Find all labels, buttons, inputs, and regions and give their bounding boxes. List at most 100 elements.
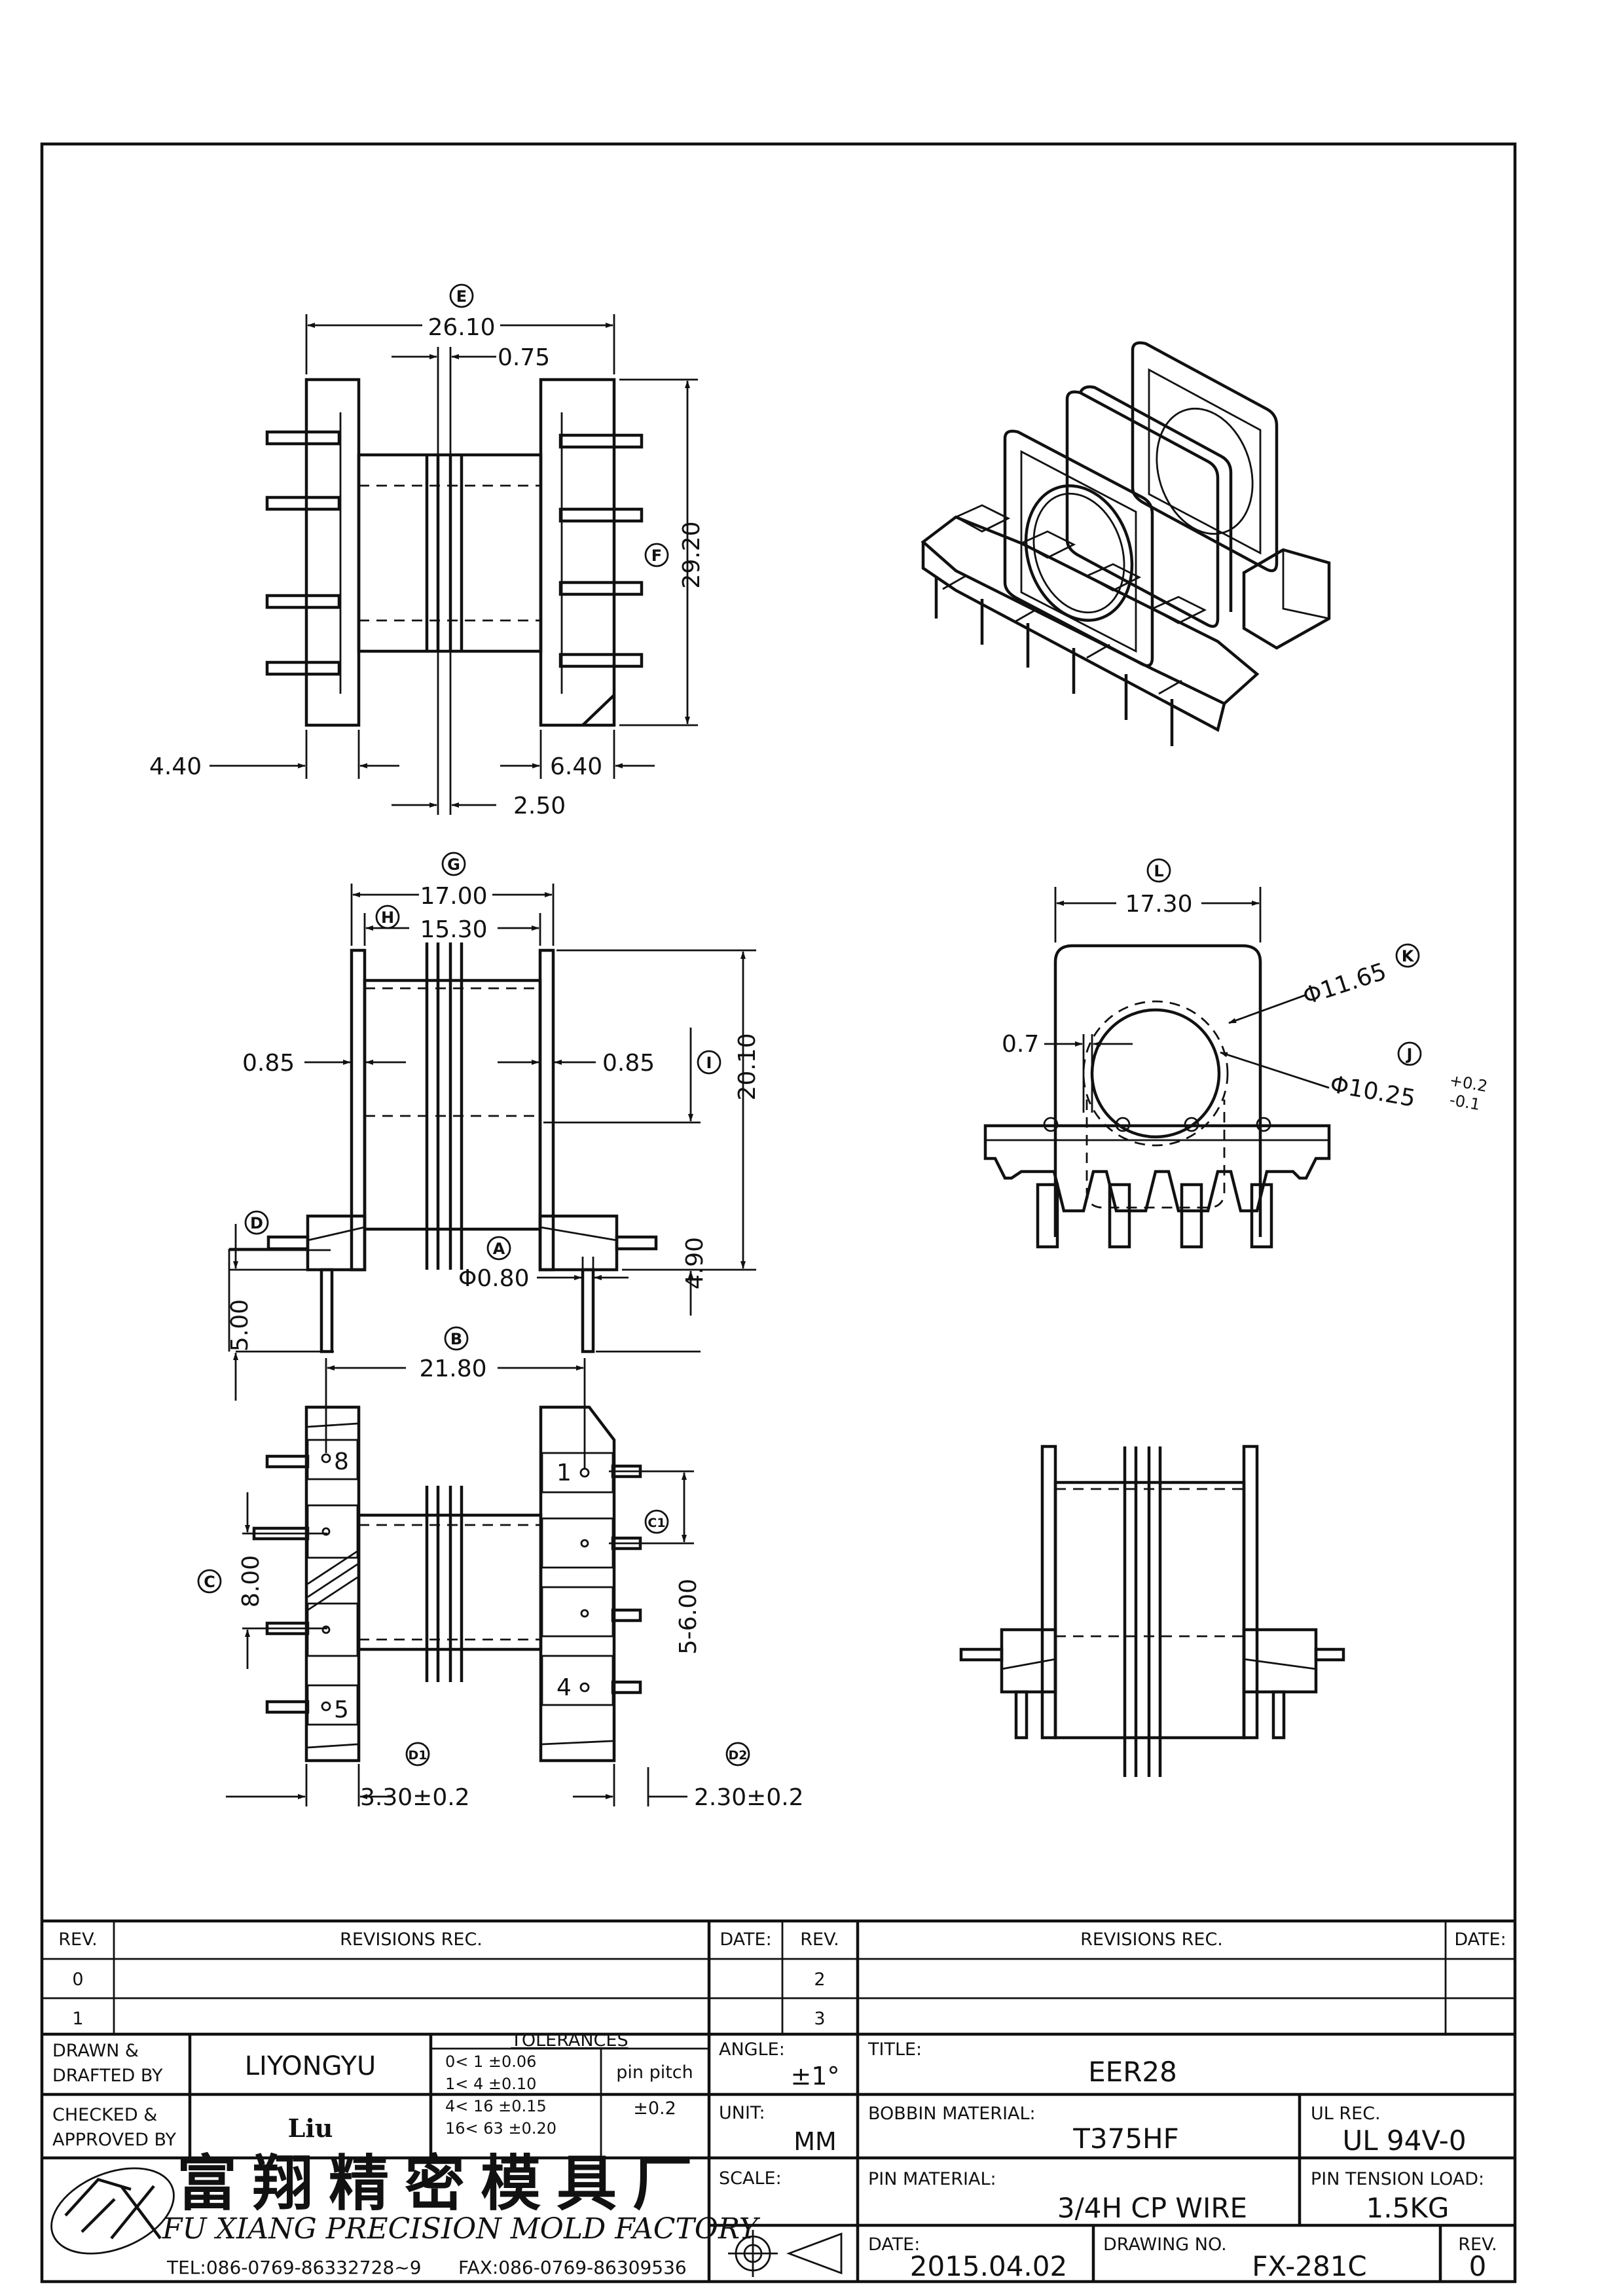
top-view-right-pins xyxy=(558,433,644,668)
pin-material-value: 3/4H CP WIRE xyxy=(1057,2192,1247,2224)
dim-4-40: 4.40 xyxy=(149,753,202,780)
revision-row-1: 1 xyxy=(72,2009,83,2029)
tolerances-title: TOLERANCES xyxy=(510,2030,628,2051)
dim-26-10: 26.10 xyxy=(428,314,495,341)
date-label: DATE: xyxy=(868,2234,920,2255)
side-view-outer-circle xyxy=(1082,1000,1229,1147)
label-f: F xyxy=(651,547,662,565)
drawn-label-line1: DRAWN & xyxy=(52,2041,139,2061)
front-view-pin-left xyxy=(319,1268,334,1354)
label-d: D xyxy=(250,1214,263,1232)
revision-row-3: 3 xyxy=(814,2009,825,2029)
pin-pitch-label: pin pitch xyxy=(616,2062,693,2083)
dim-11-65: Φ11.65 xyxy=(1300,958,1390,1011)
label-l: L xyxy=(1154,862,1163,880)
label-d2: D2 xyxy=(729,1748,748,1763)
projection-symbol-icon xyxy=(728,2230,843,2277)
dim-15-30: 15.30 xyxy=(420,916,487,943)
label-e-circle xyxy=(449,283,474,308)
scale-label: SCALE: xyxy=(719,2168,782,2189)
bottom-view-left-slots xyxy=(306,1422,359,1749)
revision-row-0: 0 xyxy=(72,1969,83,1990)
ul-label: UL REC. xyxy=(1311,2104,1381,2124)
label-f-circle xyxy=(644,543,669,567)
side-view-bore xyxy=(1090,1008,1221,1139)
side-view: 17.30 L Φ11.65 K Φ10.25 +0.2 -0.1 J 0.7 xyxy=(983,858,1489,1249)
title-value: EER28 xyxy=(1088,2056,1177,2088)
dim-6-40: 6.40 xyxy=(550,753,602,780)
pin-tension-value: 1.5KG xyxy=(1366,2192,1450,2224)
tolerance-row-2: 1< 4 ±0.10 xyxy=(445,2075,536,2093)
checked-label-line1: CHECKED & xyxy=(52,2105,157,2125)
front-view-left-base xyxy=(306,1214,367,1272)
dim-10-25-tol-minus: -0.1 xyxy=(1448,1090,1482,1114)
iso-middle-flange-2 xyxy=(1078,385,1233,612)
bottom-view-left-flange xyxy=(304,1405,361,1763)
dim-10-25: Φ10.25 xyxy=(1328,1071,1417,1112)
pin-label-8: 8 xyxy=(334,1448,349,1475)
drawing-no-label: DRAWING NO. xyxy=(1103,2234,1227,2255)
angle-value: ±1° xyxy=(790,2062,839,2090)
dim-20-10: 20.10 xyxy=(734,1033,761,1100)
bottom-view-right-flange xyxy=(539,1405,616,1763)
bobbin-material-value: T375HF xyxy=(1072,2123,1179,2155)
label-k: K xyxy=(1402,947,1415,965)
drawn-label-line2: DRAFTED BY xyxy=(52,2066,163,2086)
dim-0-85-left: 0.85 xyxy=(242,1050,295,1077)
pin-tension-label: PIN TENSION LOAD: xyxy=(1311,2169,1484,2189)
label-j: J xyxy=(1406,1045,1413,1064)
tolerance-row-1: 0< 1 ±0.06 xyxy=(445,2053,536,2071)
dim-2-30: 2.30±0.2 xyxy=(694,1784,804,1811)
dim-3-30: 3.30±0.2 xyxy=(360,1784,470,1811)
dim-5-00: 5.00 xyxy=(227,1299,253,1352)
dim-8-00: 8.00 xyxy=(238,1555,264,1607)
dim-4-90: 4.90 xyxy=(682,1237,708,1289)
iso-middle-flange-1 xyxy=(1065,390,1220,628)
pin-material-label: PIN MATERIAL: xyxy=(868,2169,996,2189)
label-g: G xyxy=(447,855,460,874)
rev-label: REV. xyxy=(1458,2234,1497,2255)
label-c: C xyxy=(204,1573,215,1591)
checked-by-value: Liu xyxy=(288,2113,333,2143)
label-e: E xyxy=(456,287,467,306)
revision-table: REV. REVISIONS REC. DATE: REV. REVISIONS… xyxy=(42,1919,1515,2282)
bottom-view-right-slots xyxy=(541,1452,614,1746)
revision-row-2: 2 xyxy=(814,1969,825,1990)
company-name-en: FU XIANG PRECISION MOLD FACTORY xyxy=(162,2212,761,2246)
dim-0-75: 0.75 xyxy=(498,344,550,371)
front-view: 17.00 G 15.30 H 0.85 0.85 20.10 I 4.90 D xyxy=(227,852,761,1401)
label-d1: D1 xyxy=(409,1748,428,1763)
rev-col-header-right: REV. xyxy=(800,1929,839,1950)
rev-col-header-left: REV. xyxy=(58,1929,97,1950)
date-col-header-left: DATE: xyxy=(720,1929,771,1950)
rear-side-view xyxy=(959,1444,1345,1777)
title-label: TITLE: xyxy=(867,2039,922,2060)
dim-5-6-00: 5-6.00 xyxy=(675,1579,702,1655)
dim-17-00: 17.00 xyxy=(420,883,487,910)
iso-front-bore xyxy=(1024,484,1134,622)
side-view-flange xyxy=(1053,944,1262,1237)
isometric-view xyxy=(921,341,1331,746)
date-col-header-right: DATE: xyxy=(1454,1929,1506,1950)
tolerance-row-3: 4< 16 ±0.15 xyxy=(445,2097,547,2115)
drawing-no-value: FX-281C xyxy=(1252,2250,1367,2282)
iso-back-flange xyxy=(1131,341,1279,573)
title-block: DRAWN & DRAFTED BY LIYONGYU CHECKED & AP… xyxy=(42,2030,1515,2282)
angle-label: ANGLE: xyxy=(719,2039,785,2060)
label-b: B xyxy=(450,1330,462,1348)
front-view-core xyxy=(363,978,542,1231)
pin-pitch-value: ±0.2 xyxy=(633,2098,676,2119)
company-fax: FAX:086-0769-86309536 xyxy=(458,2257,687,2278)
pin-label-4: 4 xyxy=(556,1674,572,1701)
drawn-by-value: LIYONGYU xyxy=(245,2051,376,2081)
unit-label: UNIT: xyxy=(719,2103,765,2123)
front-view-pin-right xyxy=(581,1268,595,1354)
side-view-pins xyxy=(1036,1183,1273,1249)
tolerance-row-4: 16< 63 ±0.20 xyxy=(445,2119,556,2138)
dim-29-20: 29.20 xyxy=(678,521,705,588)
top-view-right-flange xyxy=(539,378,616,727)
pin-label-1: 1 xyxy=(556,1460,572,1486)
dim-21-80: 21.80 xyxy=(419,1355,486,1382)
label-h: H xyxy=(381,908,394,927)
